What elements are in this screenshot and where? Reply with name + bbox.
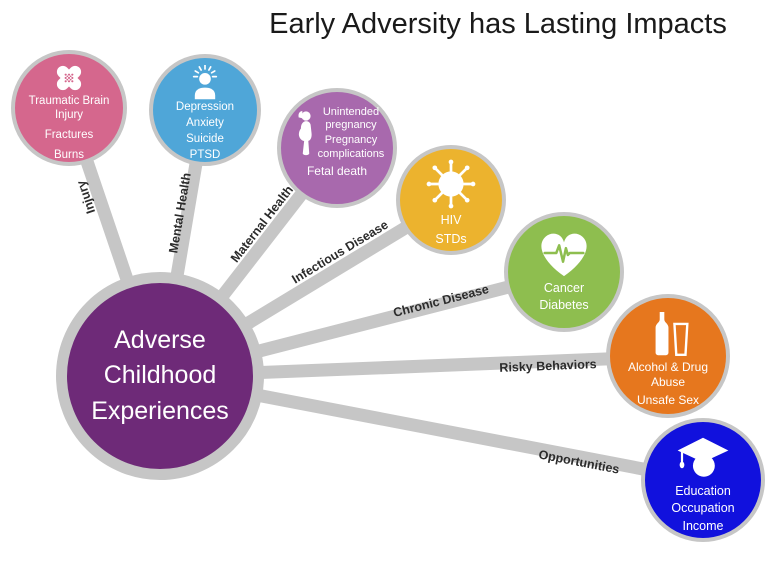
node-infectious-line-1: HIV [440,213,462,227]
node-risky-behaviors: Alcohol & Drug Abuse Unsafe Sex [606,294,730,418]
node-maternal-health: Unintended pregnancy Pregnancy complicat… [277,88,397,208]
node-mental-health: Depression Anxiety Suicide PTSD [149,54,261,166]
node-infectious-text: HIV STDs [435,211,466,248]
bandage-icon [56,65,82,91]
node-risky-line-3: Unsafe Sex [636,393,700,408]
hub-adverse-childhood-experiences: Adverse Childhood Experiences [56,272,264,480]
node-mental-line-2: Anxiety [186,116,224,129]
node-mental-line-1: Depression [175,100,235,113]
node-injury-line-1: Traumatic Brain [28,94,110,107]
node-chronic-disease: Cancer Diabetes [504,212,624,332]
node-maternal-line-2: Pregnancy complications [317,134,385,160]
node-injury-text: Traumatic Brain Injury Fractures Burns [29,94,110,162]
node-injury: Traumatic Brain Injury Fractures Burns [11,50,127,166]
node-infectious-disease: HIV STDs [396,145,506,255]
node-infectious-line-2: STDs [435,232,467,247]
spoke-label-risky-behaviors: Risky Behaviors [499,357,597,375]
node-mental-line-3: Suicide [186,132,224,145]
node-opportunities-line-2: Occupation [671,501,735,516]
node-opportunities-text: Education Occupation Income [671,480,734,534]
diagram-title: Early Adversity has Lasting Impacts [269,8,727,40]
node-opportunities-line-3: Income [682,518,724,533]
node-maternal-text: Unintended pregnancy Pregnancy complicat… [315,106,387,161]
node-mental-line-4: PTSD [189,148,221,161]
graduation-cap-icon [677,437,729,477]
node-injury-line-3: Fractures [44,128,94,141]
hub-line-1: Adverse [114,325,206,354]
node-chronic-text: Cancer Diabetes [539,281,588,314]
node-risky-text: Alcohol & Drug Abuse Unsafe Sex [628,360,708,408]
pregnant-woman-icon [298,110,312,156]
virus-icon [426,159,476,209]
hub-line-3: Experiences [91,396,229,425]
heart-ekg-icon [541,233,587,277]
node-injury-line-2: Injury [54,108,84,121]
node-maternal-line-3: Fetal death [306,163,368,178]
node-mental-health-text: Depression Anxiety Suicide PTSD [176,100,234,162]
node-chronic-line-2: Diabetes [539,298,589,313]
hub-text: Adverse Childhood Experiences [91,323,229,430]
node-risky-line-1: Alcohol & Drug [627,360,709,374]
alcohol-bottle-glass-icon [655,312,689,356]
node-chronic-line-1: Cancer [543,281,585,295]
node-maternal-line-1: Unintended pregnancy [322,106,380,132]
node-injury-line-4: Burns [53,148,85,161]
hub-line-2: Childhood [103,361,217,390]
node-opportunities-line-1: Education [675,484,731,498]
node-opportunities: Education Occupation Income [641,418,765,542]
stressed-person-icon [192,65,218,100]
node-maternal-body: Unintended pregnancy Pregnancy complicat… [281,106,393,204]
node-risky-line-2: Abuse [650,374,685,389]
